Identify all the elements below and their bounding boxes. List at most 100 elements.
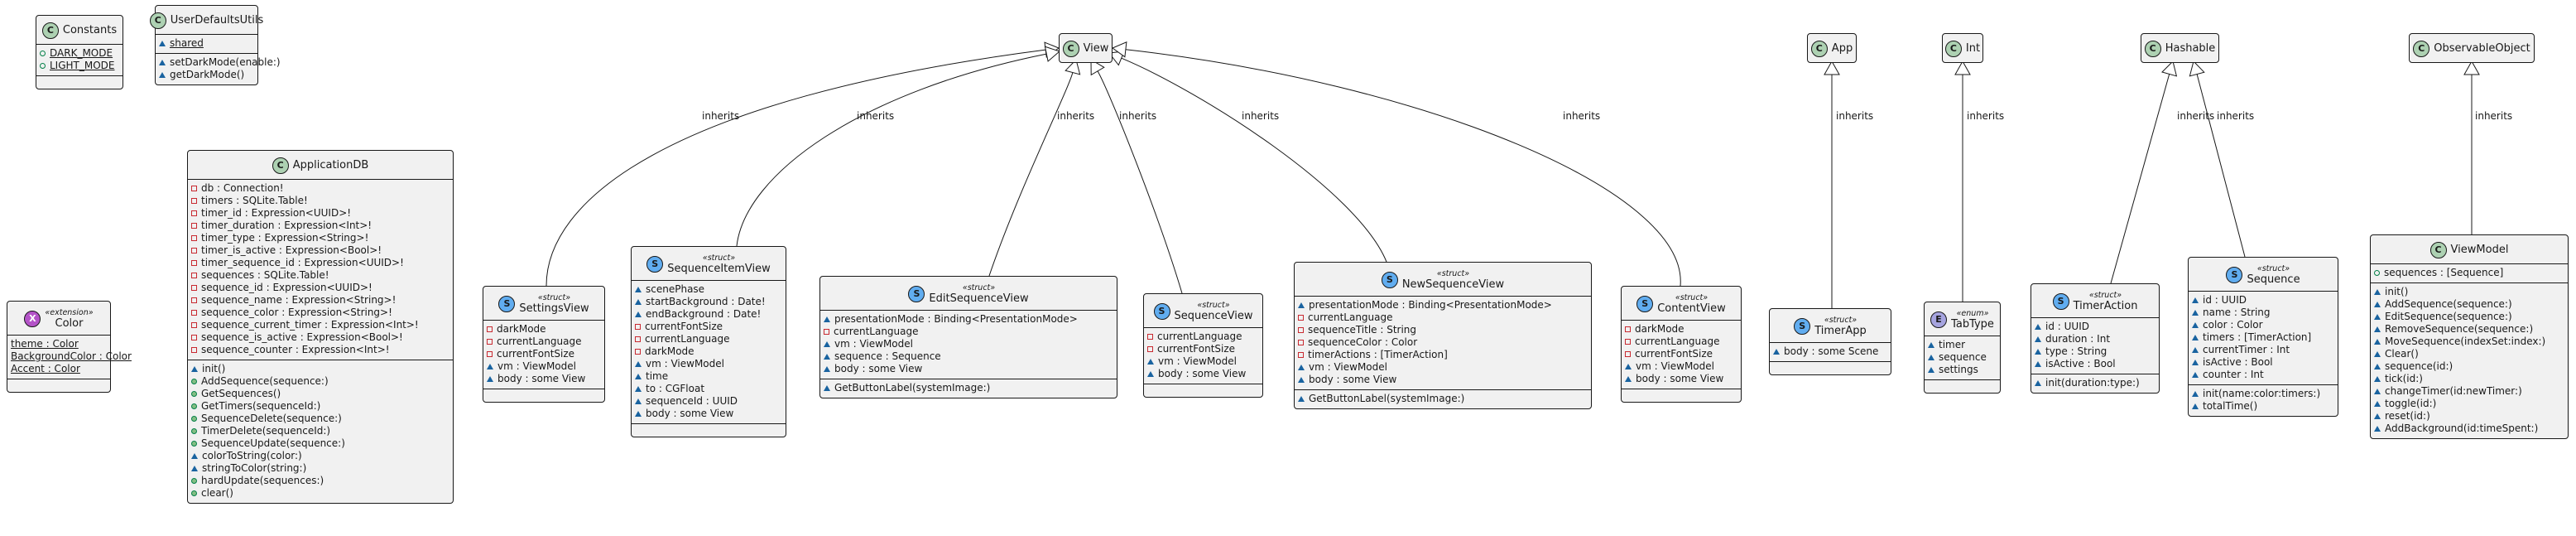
member-text: body : some View [1309, 374, 1397, 385]
attribute-row: sequences : [Sequence] [2374, 267, 2564, 279]
attribute-row: body : some View [824, 363, 1113, 375]
attribute-row: isActive : Bool [2192, 356, 2334, 369]
methods-section [7, 379, 110, 392]
visibility-pkg-icon [2192, 391, 2199, 397]
class-name-block: «struct»SequenceView [1175, 301, 1253, 322]
visibility-pkg-icon [2192, 297, 2199, 303]
class-name: SequenceItemView [667, 262, 771, 275]
member-text: DARK_MODE [50, 47, 113, 59]
attribute-row: currentTimer : Int [2192, 344, 2334, 356]
visibility-priv-icon [191, 186, 197, 191]
visibility-pkg-icon [824, 316, 830, 322]
visibility-pkg-icon [2035, 349, 2041, 355]
inheritance-arrowhead-viewmodel [2463, 60, 2480, 75]
stereotype-label: «struct» [1436, 268, 1470, 278]
member-text: sequence_name : Expression<String>! [201, 294, 396, 306]
visibility-pub-icon [191, 403, 197, 409]
method-row: TimerDelete(sequenceId:) [191, 425, 449, 437]
inheritance-edge-newseqview [1121, 57, 1387, 263]
member-text: setDarkMode(enable:) [170, 56, 281, 68]
visibility-priv-icon [487, 326, 493, 332]
visibility-pub-icon [191, 478, 197, 484]
class-name: ViewModel [2450, 244, 2509, 256]
member-text: time [646, 370, 669, 382]
attributes-section: body : some Scene [1770, 342, 1891, 361]
member-text: type : String [2045, 345, 2107, 357]
class-kind-icon: S [908, 285, 925, 302]
class-kind-icon: S [2052, 292, 2069, 310]
member-text: currentFontSize [645, 321, 723, 332]
member-text: body : some View [1158, 368, 1247, 379]
method-row: GetButtonLabel(systemImage:) [1298, 393, 1588, 405]
member-text: colorToString(color:) [202, 450, 302, 461]
method-row: init() [191, 363, 449, 375]
class-header: S«struct»Sequence [2189, 258, 2338, 291]
edge-label-seqitemview: inherits [857, 110, 895, 122]
attribute-row: presentationMode : Binding<PresentationM… [824, 313, 1113, 326]
attribute-row: timer_duration : Expression<Int>! [191, 220, 449, 232]
inheritance-arrowhead-contentview [1111, 41, 1127, 58]
inheritance-arrowhead-newseqview [1108, 51, 1125, 66]
attribute-row: body : some View [1147, 368, 1259, 380]
methods-section: init(duration:type:) [2031, 374, 2159, 393]
attribute-row: sequence_is_active : Expression<Bool>! [191, 331, 449, 344]
member-text: timers : SQLite.Table! [201, 195, 308, 206]
member-text: GetTimers(sequenceId:) [201, 400, 321, 412]
attribute-row: currentLanguage [1625, 336, 1737, 348]
attribute-row: currentLanguage [1298, 311, 1588, 324]
edge-label-newseqview: inherits [1242, 110, 1280, 122]
class-name-block: UserDefaultsUtils [171, 14, 264, 27]
class-name: ContentView [1657, 302, 1726, 315]
attribute-row: shared [159, 37, 254, 50]
member-text: currentLanguage [1157, 331, 1242, 342]
visibility-pkg-icon [2035, 380, 2041, 386]
member-text: stringToColor(string:) [202, 462, 307, 474]
member-text: init() [2385, 286, 2409, 297]
visibility-priv-icon [1625, 326, 1631, 332]
method-row: MoveSequence(indexSet:index:) [2374, 336, 2564, 348]
attribute-row: sequence_id : Expression<UUID>! [191, 282, 449, 294]
class-header: S«struct»SequenceView [1144, 294, 1262, 327]
visibility-pkg-icon [1298, 377, 1305, 383]
methods-section: GetButtonLabel(systemImage:) [1295, 389, 1591, 408]
attribute-row: counter : Int [2192, 369, 2334, 381]
member-text: changeTimer(id:newTimer:) [2385, 385, 2522, 397]
member-text: startBackground : Date! [646, 296, 766, 307]
member-text: sequence_id : Expression<UUID>! [201, 282, 372, 293]
class-kind-icon: S [498, 295, 516, 312]
visibility-priv-icon [191, 335, 197, 340]
method-row: Clear() [2374, 348, 2564, 360]
member-text: timer_id : Expression<UUID>! [201, 207, 352, 219]
class-kind-icon: S [1794, 317, 1811, 335]
class-name-block: «extension»Color [45, 308, 93, 330]
attributes-section: presentationMode : Binding<PresentationM… [1295, 296, 1591, 389]
member-text: sequence_current_timer : Expression<Int>… [201, 319, 419, 331]
visibility-pkg-icon [2374, 389, 2381, 394]
visibility-pkg-icon [2374, 376, 2381, 382]
visibility-pkg-icon [824, 366, 830, 372]
class-kind-icon: S [1381, 271, 1398, 288]
member-text: currentFontSize [1157, 343, 1236, 355]
methods-section: init(name:color:timers:)totalTime() [2189, 384, 2338, 416]
member-text: GetButtonLabel(systemImage:) [1309, 393, 1465, 404]
method-row: setDarkMode(enable:) [159, 56, 281, 69]
member-text: isActive : Bool [2045, 358, 2116, 369]
class-name-block: View [1084, 42, 1109, 55]
member-text: tick(id:) [2385, 373, 2423, 384]
member-text: timer_type : Expression<String>! [201, 232, 369, 244]
attribute-row: presentationMode : Binding<PresentationM… [1298, 299, 1588, 311]
member-text: SequenceUpdate(sequence:) [201, 437, 345, 449]
member-text: isActive : Bool [2203, 356, 2273, 368]
method-row: stringToColor(string:) [191, 462, 449, 475]
inheritance-arrowhead-tabtype [1954, 60, 1971, 75]
methods-section [632, 423, 786, 437]
member-text: vm : ViewModel [646, 358, 724, 369]
visibility-pkg-icon [2374, 364, 2381, 369]
method-row: sequence(id:) [2374, 360, 2564, 373]
member-text: AddSequence(sequence:) [201, 375, 329, 387]
